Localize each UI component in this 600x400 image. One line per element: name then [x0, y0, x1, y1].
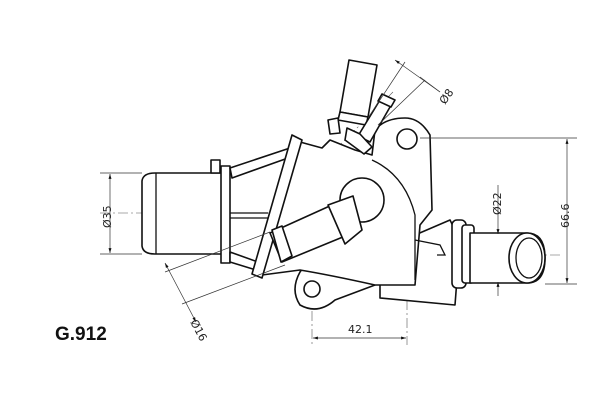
dimension-d35: Ø35 [100, 172, 142, 255]
temperature-sensor [327, 59, 378, 135]
part-code-label: G.912 [55, 324, 107, 345]
dimension-d22: Ø22 [491, 185, 504, 296]
dimension-label-width: 42.1 [348, 323, 373, 336]
left-hose-pipe [141, 159, 268, 264]
dimension-label-d8: Ø8 [437, 86, 457, 106]
dimension-label-d35: Ø35 [101, 205, 114, 228]
dimension-height: 66.6 [420, 137, 577, 285]
small-bleed-pipe [344, 93, 396, 155]
dimension-label-d16: Ø16 [187, 317, 209, 343]
dimension-label-height: 66.6 [559, 204, 572, 229]
right-hose-pipe [451, 219, 546, 289]
dimension-label-d22: Ø22 [491, 192, 504, 215]
dimension-width: 42.1 [313, 323, 406, 340]
inner-angled-pipe [269, 177, 385, 263]
